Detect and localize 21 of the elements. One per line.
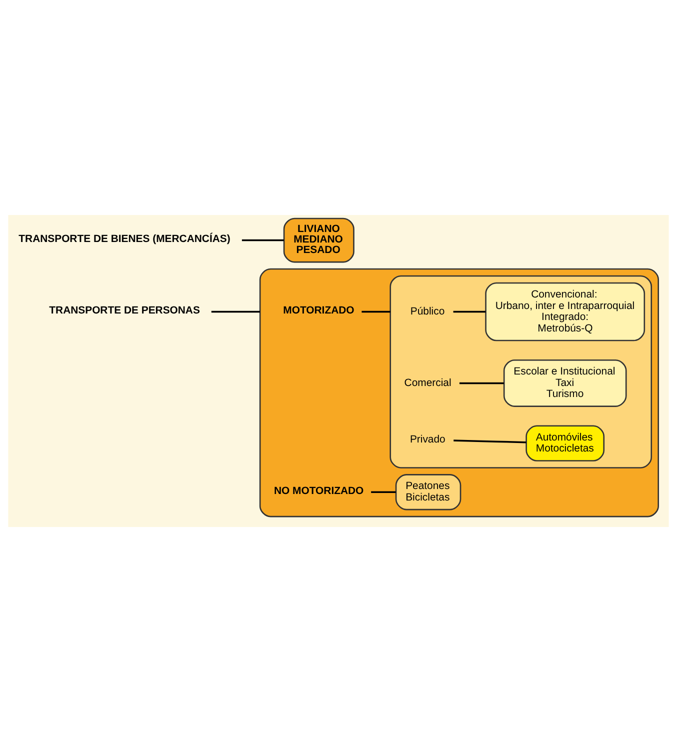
connector (362, 310, 390, 313)
node-text: NO MOTORIZADO (274, 486, 364, 497)
node-box: Automóviles Motocicletas (526, 425, 605, 462)
connector (371, 491, 396, 494)
node-box: Convencional: Urbano, inter e Intraparroquial Integrado: Metrobús-Q (485, 282, 646, 342)
node-box: Peatones Bicicletas (395, 474, 462, 510)
node-text: Comercial (404, 378, 452, 389)
connector (211, 310, 260, 313)
cluster (390, 275, 652, 468)
node-text: Público (410, 306, 445, 318)
connector (453, 310, 486, 313)
connector (454, 440, 526, 444)
node-box: LIVIANO MEDIANO PESADO (283, 218, 354, 263)
node-box: Escolar e Institucional Taxi Turismo (503, 359, 627, 407)
connector (459, 382, 504, 384)
connector (242, 239, 284, 242)
node-text: TRANSPORTE DE BIENES (MERCANCÍAS) (18, 234, 230, 246)
cluster (259, 268, 659, 518)
node-text: MOTORIZADO (283, 306, 354, 317)
node-text: TRANSPORTE DE PERSONAS (49, 306, 200, 317)
node-text: Privado (410, 434, 446, 446)
